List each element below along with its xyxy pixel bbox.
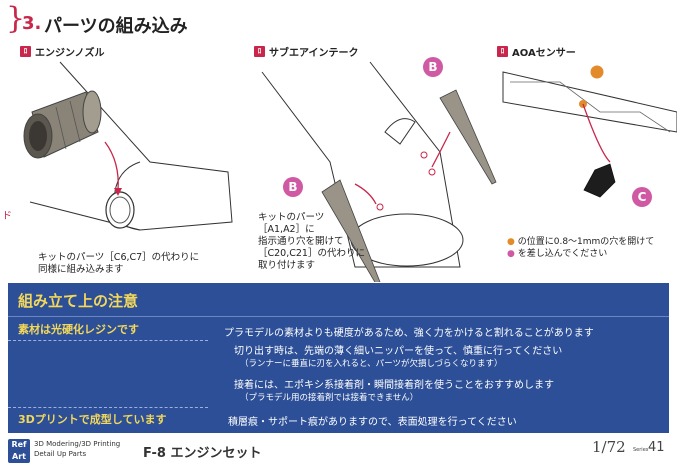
scale-label: 1/72 (592, 438, 626, 456)
aoa-sensor-note: ● の位置に0.8〜1mmの穴を開けて ● を差し込んでください (507, 236, 654, 260)
note-line: 指示通り穴を開けて (258, 236, 344, 247)
note-line: キットのパーツ (258, 212, 325, 223)
caution-line: 切り出す時は、先端の薄く細いニッパーを使って、慎重に行ってください (234, 346, 563, 357)
caution-heading-underline (8, 340, 208, 341)
c-marker-icon: ● (507, 249, 515, 259)
subsection-engine-nozzle: ﾛ エンジンノズル (20, 44, 105, 59)
caution-material-heading: 素材は光硬化レジンです (18, 323, 139, 336)
section-brace: } (6, 1, 26, 36)
section-header: } 3. パーツの組み込み (0, 0, 677, 42)
note-line: キットのパーツ［C6,C7］の代わりに (38, 252, 200, 263)
subsection-label: エンジンノズル (35, 48, 105, 59)
sub-air-intake-note: キットのパーツ ［A1,A2］に 指示通り穴を開けて ［C20,C21］の代わり… (258, 212, 365, 272)
intake-part-b-left (321, 179, 381, 282)
callout-c: C (632, 187, 652, 207)
caution-line: （ランナーに垂直に刃を入れると、パーツが欠損しづらくなります） (240, 359, 503, 369)
nozzle-part (23, 90, 102, 159)
note-line: ［A1,A2］に (258, 224, 315, 235)
subsection-label: AOAセンサー (512, 48, 576, 59)
subsection-tag-icon: ﾛ (20, 46, 31, 57)
caution-line: （プラモデル用の接着剤では接着できません） (240, 393, 419, 403)
subsection-sub-air-intake: ﾛ サブエアインテーク (254, 44, 359, 59)
brand-line: Detail Up Parts (34, 450, 87, 458)
sub-air-intake-illustration (261, 61, 497, 282)
note-line: 取り付けます (258, 260, 316, 271)
section-title: パーツの組み込み (44, 16, 188, 37)
note-line: ● の位置に0.8〜1mmの穴を開けて (507, 236, 654, 248)
caution-line: 接着には、エポキシ系接着剤・瞬間接着剤を使うことをおすすめします (234, 380, 554, 391)
note-text: を差し込んでください (517, 249, 608, 259)
subsection-aoa-sensor: ﾛ AOAセンサー (497, 44, 576, 59)
page-number: 41 (648, 440, 665, 455)
series-label: Series (633, 447, 649, 453)
caution-divider (8, 316, 669, 317)
engine-nozzle-illustration (23, 61, 233, 231)
callout-b-left: B (283, 177, 303, 197)
intake-part-b-right (439, 89, 497, 185)
callout-b-top: B (423, 57, 443, 77)
caution-title: 組み立て上の注意 (18, 292, 139, 310)
star-icon: ● (507, 237, 515, 247)
caution-heading-underline (8, 407, 208, 408)
product-name: F-8 エンジンセット (143, 446, 262, 461)
page-edge-mark: ド (2, 211, 12, 222)
caution-line: プラモデルの素材よりも硬度があるため、強く力をかけると割れることがあります (224, 328, 594, 339)
aoa-sensor-illustration (502, 64, 677, 198)
caution-panel: 組み立て上の注意 素材は光硬化レジンです 3Dプリントで成型しています プラモデ… (8, 283, 669, 433)
subsection-tag-icon: ﾛ (254, 46, 265, 57)
subsection-tag-icon: ﾛ (497, 46, 508, 57)
note-line: 同様に組み込みます (38, 264, 124, 275)
caution-line: 積層痕・サポート痕がありますので、表面処理を行ってください (228, 417, 517, 428)
note-text: の位置に0.8〜1mmの穴を開けて (517, 237, 655, 247)
note-line: ［C20,C21］の代わりに (258, 248, 365, 259)
section-number: 3. (22, 13, 42, 34)
note-line: ● を差し込んでください (507, 248, 654, 260)
subsection-label: サブエアインテーク (269, 48, 359, 59)
brand-logo: Ref Art (8, 439, 30, 463)
engine-nozzle-note: キットのパーツ［C6,C7］の代わりに 同様に組み込みます (38, 252, 199, 276)
footer: Ref Art 3D Modering/3D Printing Detail U… (0, 435, 677, 470)
assembly-illustrations (23, 61, 677, 282)
brand-line: 3D Modering/3D Printing (34, 440, 121, 448)
caution-printing-heading: 3Dプリントで成型しています (18, 413, 167, 426)
